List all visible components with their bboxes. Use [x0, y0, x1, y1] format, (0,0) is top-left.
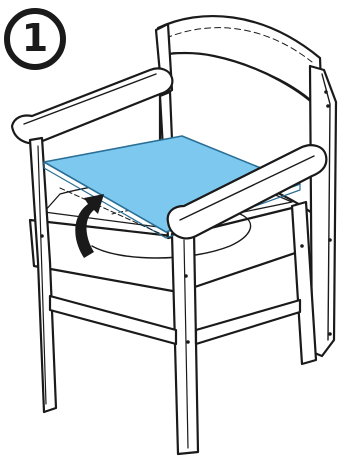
bolt-right-2 [186, 340, 190, 344]
bolt-right-3 [300, 244, 304, 248]
bolt-rear-4 [328, 332, 332, 336]
lower-stretcher [50, 296, 176, 344]
bolt-left-1 [40, 234, 44, 238]
bolt-right-1 [184, 274, 188, 278]
bolt-rear-3 [328, 238, 332, 242]
bolt-rear-2 [326, 104, 330, 108]
left-armrest [12, 68, 172, 143]
seat-frame-left [30, 220, 178, 292]
bolt-rear-1 [324, 90, 328, 94]
lower-stretcher-right [196, 300, 300, 344]
front-left-leg [30, 138, 56, 412]
